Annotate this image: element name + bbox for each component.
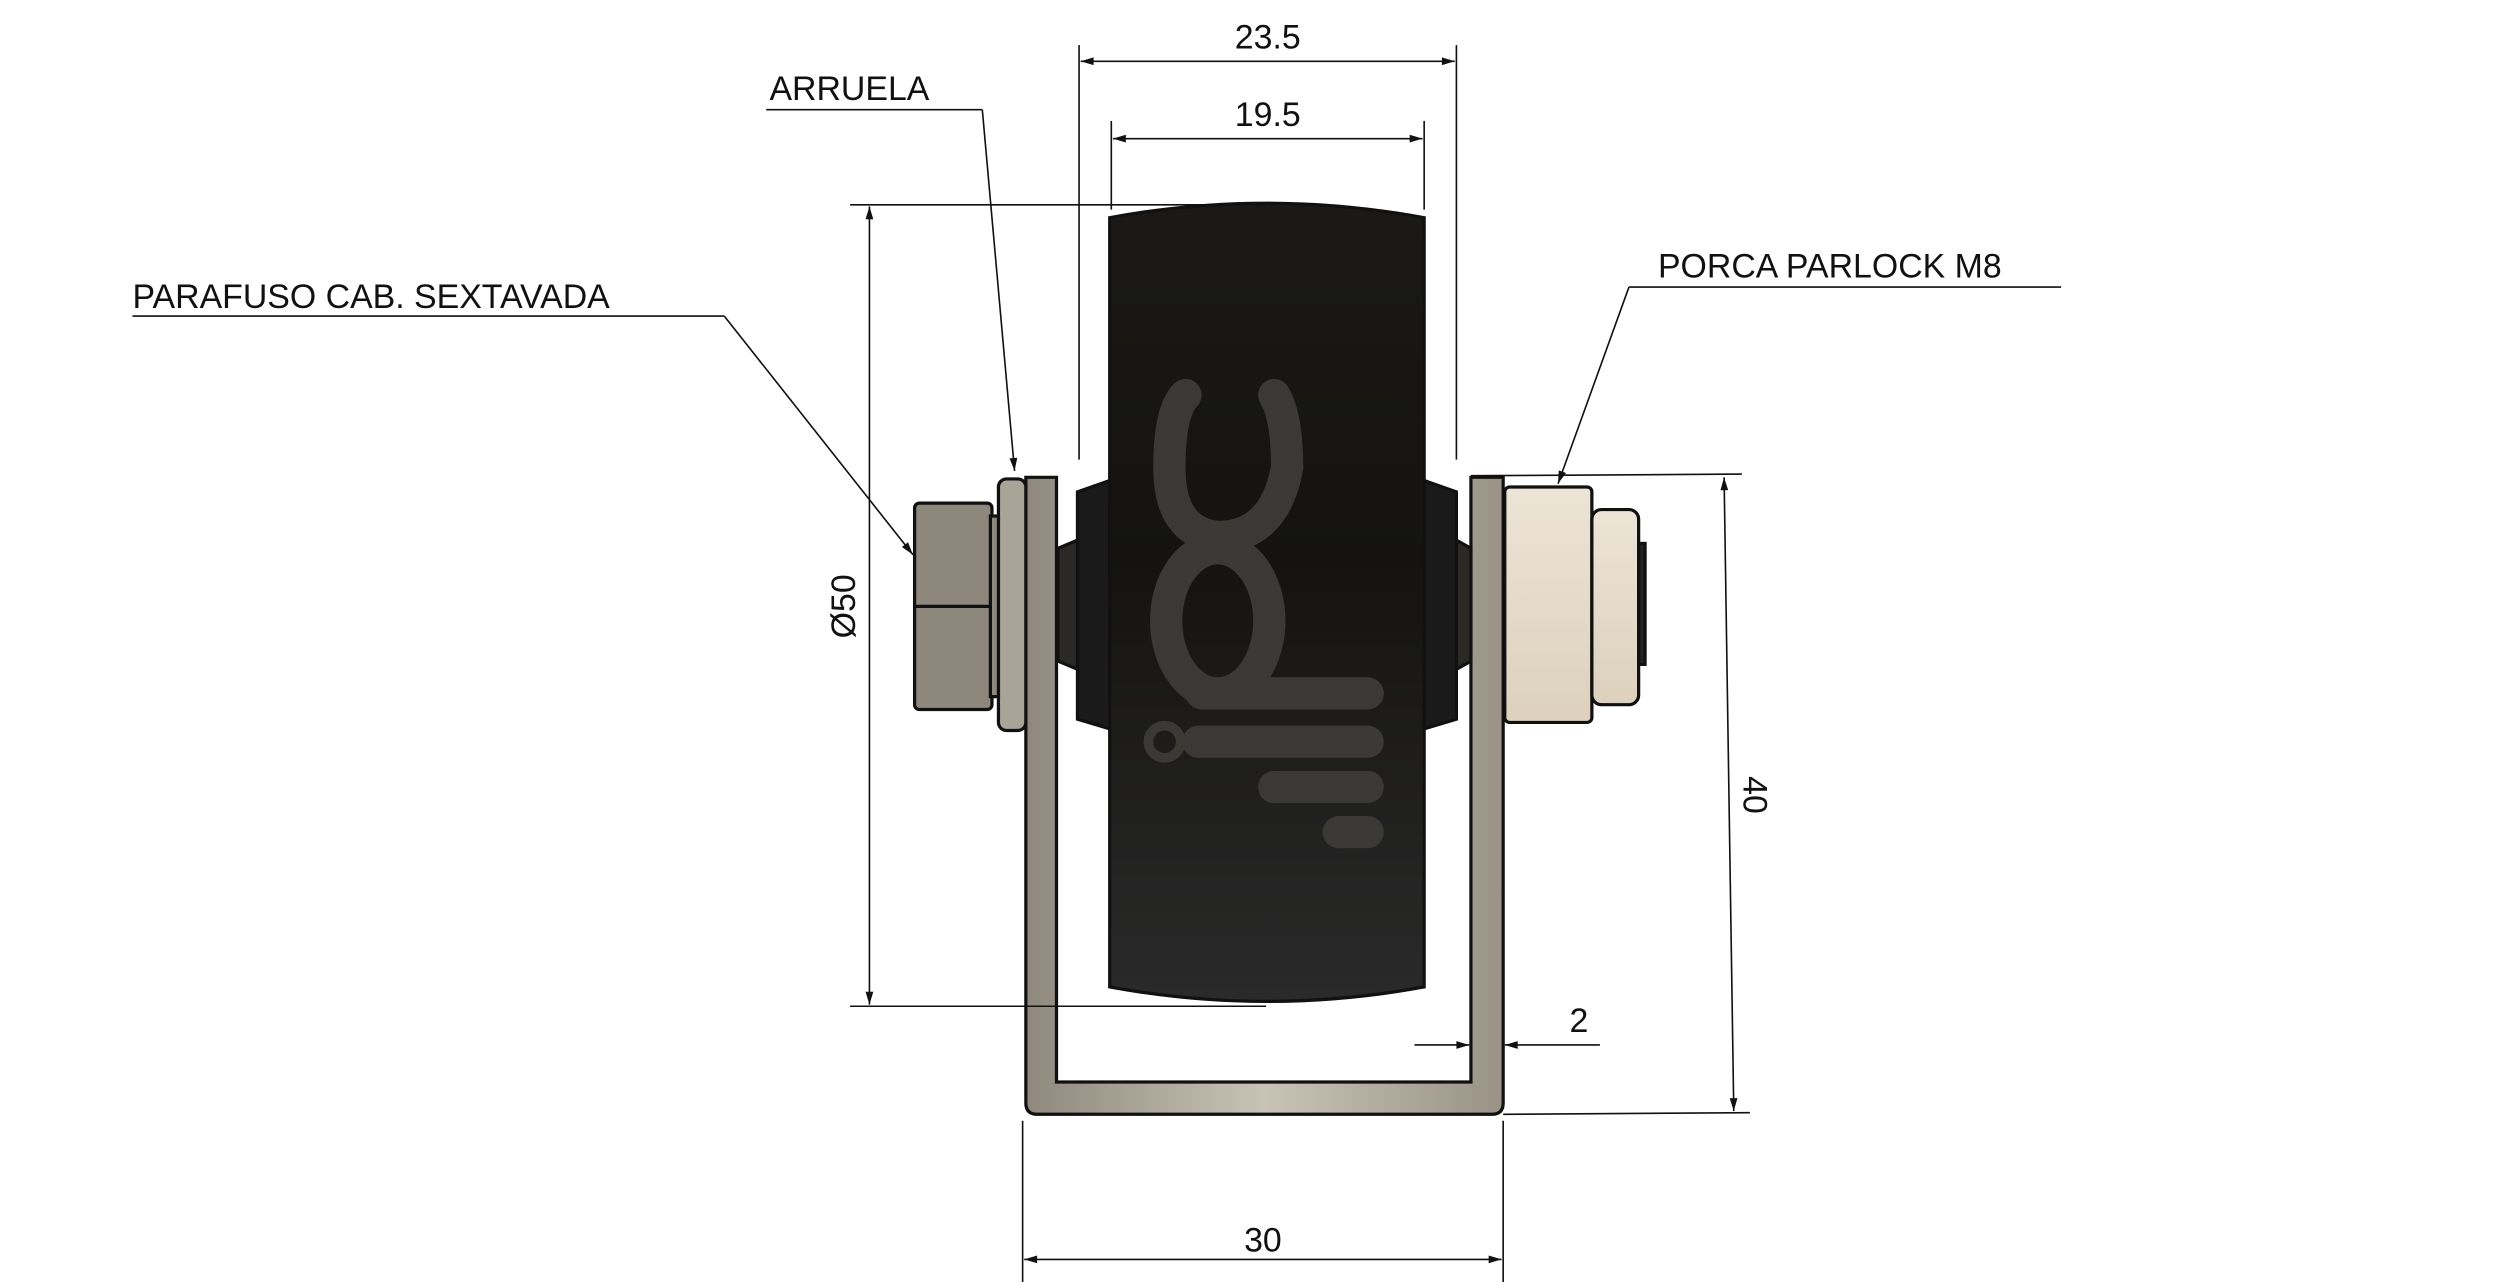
dimension-bracket-width: 30: [1021, 1120, 1504, 1282]
u-bracket: [1024, 475, 1505, 1116]
dim-height-label: 40: [1735, 776, 1773, 814]
dimension-thickness: 2: [1414, 1002, 1600, 1049]
hex-bolt-head: [912, 501, 1001, 712]
dim-overall-width-label: 23.5: [1235, 18, 1301, 56]
spring-left: [1056, 537, 1080, 672]
parlock-nut: [1503, 485, 1647, 725]
dimension-overall-width: 23.5: [1078, 18, 1458, 460]
dim-bracket-width-label: 30: [1244, 1221, 1282, 1259]
callout-bolt-label: PARAFUSO CAB. SEXTAVADA: [132, 278, 610, 316]
callout-washer-label: ARRUELA: [769, 70, 929, 108]
washer: [996, 477, 1028, 733]
spring-right: [1454, 537, 1473, 672]
dim-thickness-label: 2: [1570, 1002, 1589, 1040]
callout-bolt: PARAFUSO CAB. SEXTAVADA: [132, 278, 914, 556]
logo-watermark: [1143, 378, 1384, 849]
wheel: [1108, 201, 1426, 1004]
dimension-wheel-width: 19.5: [1110, 96, 1425, 210]
dimension-height: 40: [1470, 473, 1773, 1116]
callout-washer: ARRUELA: [766, 70, 1018, 471]
wheel-hub: [1075, 478, 1459, 732]
dim-wheel-width-label: 19.5: [1235, 96, 1301, 134]
dim-diameter-label: Ø50: [825, 574, 863, 638]
dimension-diameter: Ø50: [825, 203, 1267, 1008]
callout-nut-label: PORCA PARLOCK M8: [1658, 247, 2002, 285]
callout-nut: PORCA PARLOCK M8: [1557, 247, 2062, 485]
